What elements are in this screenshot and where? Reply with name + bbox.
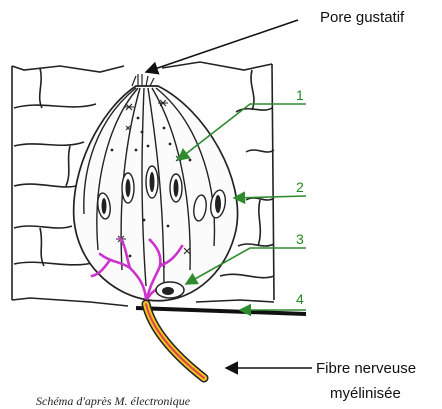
figure-caption: Schéma d'après M. électronique [36, 394, 191, 408]
callout-2-line [234, 196, 306, 198]
taste-pore [132, 74, 154, 86]
basement-membrane [136, 308, 306, 314]
label-1: 1 [296, 87, 304, 103]
nerve-fiber [146, 304, 204, 378]
pore-label: Pore gustatif [320, 9, 405, 26]
label-2: 2 [296, 179, 304, 195]
fiber-label-line1: Fibre nerveuse [316, 360, 416, 377]
fiber-label-line2: myélinisée [330, 385, 401, 402]
label-3: 3 [296, 231, 304, 247]
label-4: 4 [296, 291, 304, 307]
basal-cell [156, 282, 184, 298]
pore-arrow [146, 20, 298, 72]
